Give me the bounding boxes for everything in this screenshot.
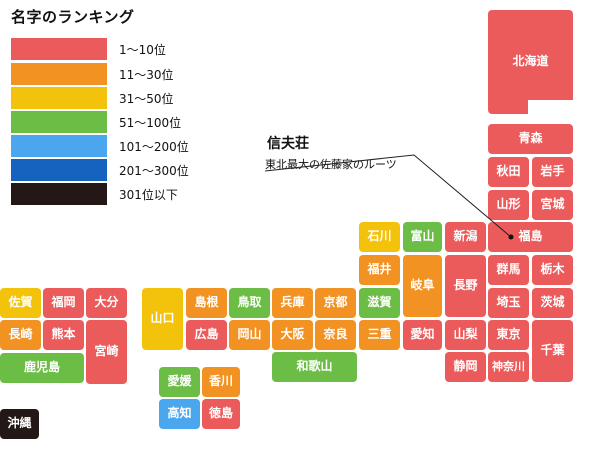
prefecture-tile: 宮崎 <box>86 320 127 384</box>
prefecture-tile: 福井 <box>359 255 400 285</box>
legend-swatch <box>11 111 107 133</box>
prefecture-tile: 岡山 <box>229 320 270 350</box>
prefecture-tile: 岐阜 <box>403 255 442 317</box>
prefecture-tile: 高知 <box>159 399 200 429</box>
prefecture-tile: 青森 <box>488 124 573 154</box>
prefecture-tile: 三重 <box>359 320 400 350</box>
legend-label: 51〜100位 <box>119 116 182 130</box>
prefecture-tile: 茨城 <box>532 288 573 318</box>
prefecture-tile: 島根 <box>186 288 227 318</box>
prefecture-tile: 沖縄 <box>0 409 39 439</box>
legend-label: 301位以下 <box>119 188 178 202</box>
prefecture-tile: 兵庫 <box>272 288 313 318</box>
prefecture-tile: 宮城 <box>532 190 573 220</box>
prefecture-tile: 徳島 <box>202 399 240 429</box>
prefecture-tile: 福島 <box>488 222 573 252</box>
prefecture-tile: 熊本 <box>43 320 84 350</box>
prefecture-tile: 愛知 <box>403 320 442 350</box>
prefecture-tile: 広島 <box>186 320 227 350</box>
prefecture-tile: 大分 <box>86 288 127 318</box>
legend-label: 201〜300位 <box>119 164 189 178</box>
hokkaido-notch <box>528 100 573 116</box>
prefecture-tile: 長野 <box>445 255 486 317</box>
prefecture-tile: 京都 <box>315 288 356 318</box>
prefecture-tile: 滋賀 <box>359 288 400 318</box>
legend-label: 31〜50位 <box>119 92 174 106</box>
legend-swatch <box>11 63 107 85</box>
prefecture-tile: 福岡 <box>43 288 84 318</box>
prefecture-tile: 岩手 <box>532 157 573 187</box>
prefecture-tile: 愛媛 <box>159 367 200 397</box>
callout-title: 信夫荘 <box>267 136 309 152</box>
prefecture-tile: 奈良 <box>315 320 356 350</box>
prefecture-tile: 北海道 <box>488 10 573 114</box>
prefecture-tile: 大阪 <box>272 320 313 350</box>
prefecture-tile: 富山 <box>403 222 442 252</box>
prefecture-tile: 栃木 <box>532 255 573 285</box>
legend-swatch <box>11 159 107 181</box>
prefecture-tile: 山口 <box>142 288 183 350</box>
legend-label: 1〜10位 <box>119 43 166 57</box>
legend-label: 101〜200位 <box>119 140 189 154</box>
prefecture-tile: 新潟 <box>445 222 486 252</box>
prefecture-tile: 和歌山 <box>272 352 357 382</box>
prefecture-tile: 長崎 <box>0 320 41 350</box>
map-title: 名字のランキング <box>11 8 135 26</box>
callout-subtitle: 東北最大の佐藤家のルーツ <box>265 158 397 171</box>
prefecture-tile: 鳥取 <box>229 288 270 318</box>
prefecture-tile: 山梨 <box>445 320 486 350</box>
prefecture-tile: 山形 <box>488 190 529 220</box>
prefecture-tile: 秋田 <box>488 157 529 187</box>
legend-swatch <box>11 38 107 60</box>
prefecture-tile: 神奈川 <box>488 352 529 382</box>
prefecture-tile: 静岡 <box>445 352 486 382</box>
prefecture-tile: 佐賀 <box>0 288 41 318</box>
prefecture-tile: 鹿児島 <box>0 353 84 383</box>
legend-swatch <box>11 183 107 205</box>
prefecture-tile: 東京 <box>488 320 529 350</box>
prefecture-tile: 千葉 <box>532 320 573 382</box>
legend-swatch <box>11 87 107 109</box>
legend-label: 11〜30位 <box>119 68 174 82</box>
prefecture-tile: 香川 <box>202 367 240 397</box>
prefecture-tile: 群馬 <box>488 255 529 285</box>
legend-swatch <box>11 135 107 157</box>
prefecture-tile: 埼玉 <box>488 288 529 318</box>
prefecture-tile: 石川 <box>359 222 400 252</box>
